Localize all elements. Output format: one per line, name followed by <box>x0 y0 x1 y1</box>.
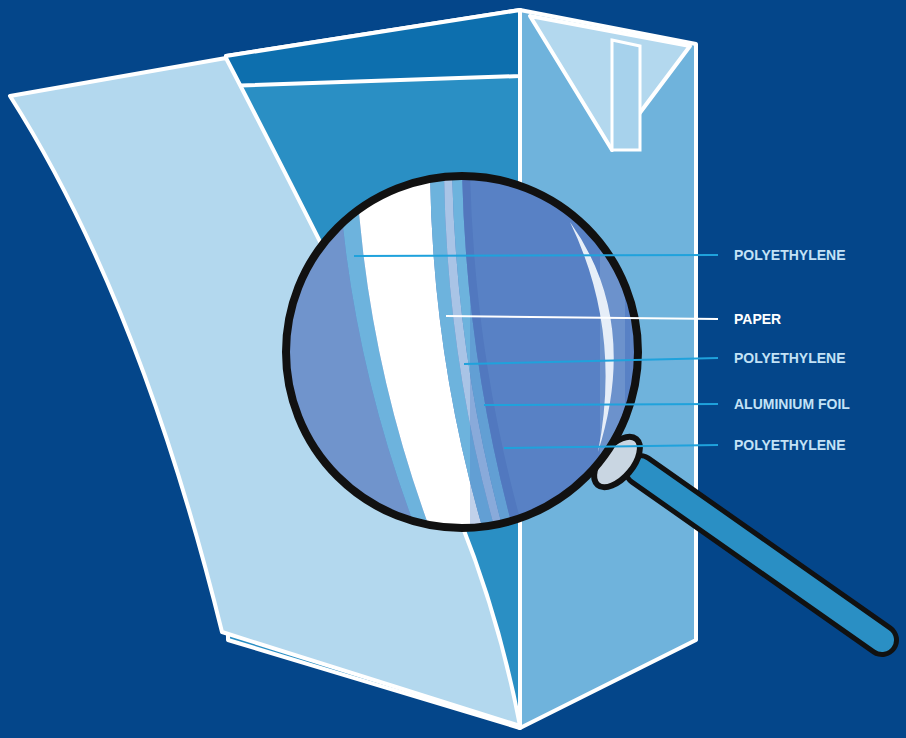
magnifier-rim <box>286 176 638 528</box>
layer-label: POLYETHYLENE <box>734 350 846 366</box>
carton-fold <box>530 16 690 150</box>
layer-label: POLYETHYLENE <box>734 247 846 263</box>
leader-lines <box>354 255 718 448</box>
layer-label: PAPER <box>734 311 781 327</box>
magnified-layers <box>280 170 650 540</box>
carton-top <box>226 10 520 86</box>
layer-label: ALUMINIUM FOIL <box>734 396 850 412</box>
peeled-layer <box>10 58 520 726</box>
magnifier-handle <box>585 429 882 640</box>
carton-fold-flap <box>612 40 640 150</box>
layer-label: POLYETHYLENE <box>734 437 846 453</box>
